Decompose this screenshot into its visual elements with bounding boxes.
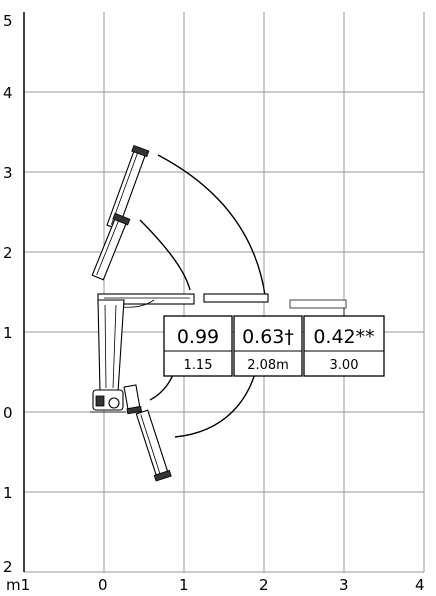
base-slewing [95, 395, 105, 407]
boom-head [131, 144, 150, 158]
x-axis-labels: m1 0 1 2 3 4 [6, 576, 425, 594]
x-tick-label: 1 [179, 576, 189, 594]
y-tick-label: 2 [3, 558, 13, 576]
boom-lowered-long [135, 409, 172, 482]
capacity-load-value: 0.42** [313, 326, 374, 348]
boom-section [135, 409, 169, 478]
x-tick-label: 3 [339, 576, 349, 594]
crane-mast [90, 299, 126, 413]
capacity-reach-value: 1.15 [184, 358, 213, 373]
capacity-box-frame [163, 315, 233, 377]
mast-inner-line [104, 304, 107, 389]
y-tick-label: 1 [3, 484, 13, 502]
x-tick-label: 4 [415, 576, 425, 594]
capacity-load-value: 0.99 [177, 326, 219, 348]
boom-head [153, 469, 172, 482]
reach-arc-inner [139, 219, 191, 291]
y-axis-labels: 5 4 3 2 1 0 1 2 [3, 12, 13, 576]
boom-raised-mid [91, 212, 131, 281]
boom-head [126, 405, 143, 415]
y-tick-label: 2 [3, 244, 13, 262]
boom-extension [203, 293, 269, 303]
capacity-load-value: 0.63† [242, 326, 294, 348]
boom-inner-line [96, 220, 119, 276]
x-tick-label: 0 [98, 576, 108, 594]
capacity-reach-value: 3.00 [330, 358, 359, 373]
capacity-reach-value: 2.08m [247, 358, 289, 373]
y-tick-label: 3 [3, 164, 13, 182]
capacity-box-2: 0.63† 2.08m [233, 315, 303, 377]
y-tick-label: 0 [3, 404, 13, 422]
grid [23, 12, 425, 573]
reach-arc-outer [157, 154, 266, 296]
capacity-box-3: 0.42** 3.00 [303, 315, 385, 377]
y-tick-label: 5 [3, 12, 13, 30]
boom-inner-line [140, 414, 161, 474]
boom-horizontal [97, 293, 347, 316]
x-tick-label: 2 [259, 576, 269, 594]
boom-section [106, 149, 147, 230]
crane-drawing [90, 144, 347, 482]
mast-column [97, 299, 125, 393]
capacity-box-frame [233, 315, 303, 377]
boom-lowered-short [123, 384, 143, 415]
capacity-box-1: 0.99 1.15 [163, 315, 233, 377]
boom-section [91, 217, 128, 281]
base-pivot [108, 397, 120, 409]
mast-inner-line [112, 304, 117, 389]
capacity-box-frame [303, 315, 385, 377]
y-tick-label: 4 [3, 84, 13, 102]
boom-head [112, 212, 131, 226]
boom-section [123, 384, 141, 410]
y-tick-label: 1 [3, 324, 13, 342]
boom-raised-high [106, 144, 150, 230]
boom-inner-line [111, 153, 138, 225]
boom-extension-ghost [289, 299, 347, 309]
unit-label: m1 [6, 576, 30, 594]
